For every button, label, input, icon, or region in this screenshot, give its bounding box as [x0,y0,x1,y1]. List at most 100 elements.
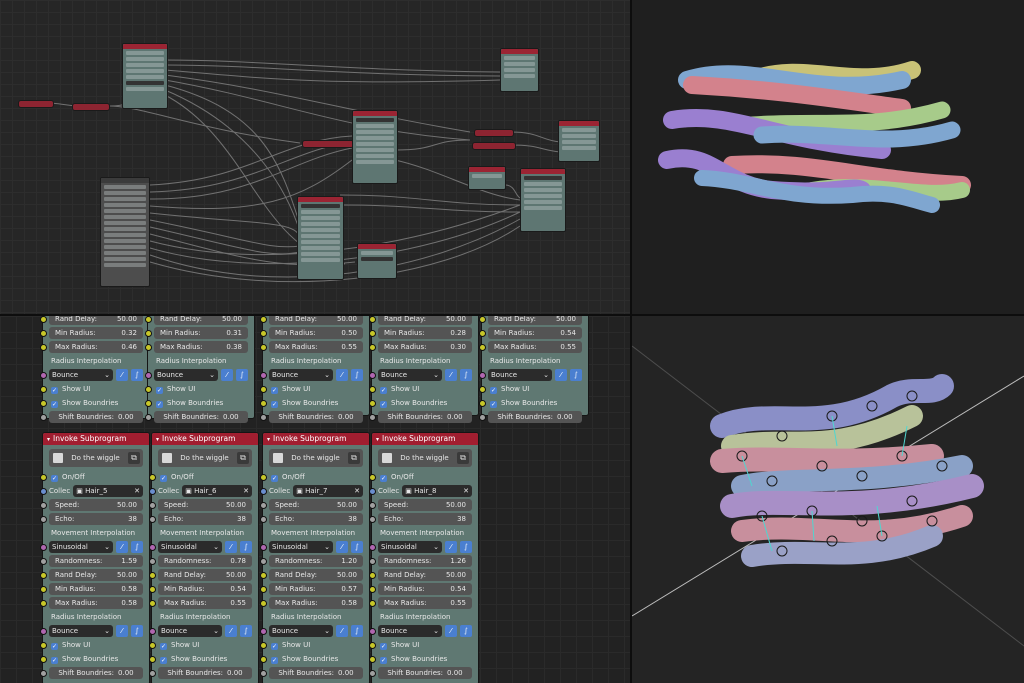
movement-interp-select[interactable]: Sinusoidal⌄ [158,541,222,553]
movement-interp-select[interactable]: Sinusoidal⌄ [269,541,333,553]
speed-field[interactable]: Speed:50.00 [49,499,143,511]
show-boundries-checkbox[interactable]: ✓ [380,657,387,664]
graph-node-invoke-2[interactable] [352,110,398,184]
movement-interp-select[interactable]: Sinusoidal⌄ [49,541,113,553]
radius-interp-select[interactable]: Bounce⌄ [49,625,113,637]
graph-node-invoke-3[interactable] [297,196,344,280]
rand-delay-field[interactable]: Rand Delay:50.00 [158,569,252,581]
rand-delay-field[interactable]: Rand Delay:50.00 [269,569,363,581]
radius-interp-select[interactable]: Bounce⌄ [378,369,442,381]
program-selector[interactable]: Do the wiggle⧉ [158,449,252,467]
min-radius-field[interactable]: Min Radius:0.54 [158,583,252,595]
shift-boundries-field[interactable]: Shift Boundries:0.00 [49,667,143,679]
show-boundries-checkbox[interactable]: ✓ [271,657,278,664]
show-ui-checkbox[interactable]: ✓ [51,643,58,650]
onoff-checkbox[interactable]: ✓ [51,475,58,482]
curve-icon[interactable]: ⁄ [336,369,348,381]
shift-boundries-field[interactable]: Shift Boundries:0.00 [49,411,143,423]
curve-icon[interactable]: ∫ [460,369,472,381]
graph-node-visibility-1[interactable] [500,48,539,92]
rand-delay-field[interactable]: Rand Delay:50.00 [49,569,143,581]
tick-pill[interactable] [18,100,54,108]
area-separator-vertical[interactable] [630,0,632,683]
echo-field[interactable]: Echo:38 [158,513,252,525]
radius-interp-select[interactable]: Bounce⌄ [49,369,113,381]
shift-boundries-field[interactable]: Shift Boundries:0.00 [154,411,248,423]
node-header[interactable]: ▾Invoke Subprogram [263,433,369,445]
partial-node-1[interactable]: Rand Delay:50.00 Min Radius:0.32 Max Rad… [40,316,150,423]
show-boundries-checkbox[interactable]: ✓ [490,401,497,408]
max-radius-field[interactable]: Max Radius:0.55 [269,341,363,353]
node-editor-zoomed[interactable]: Rand Delay:50.00 Min Radius:0.32 Max Rad… [0,316,630,683]
show-ui-checkbox[interactable]: ✓ [160,643,167,650]
partial-node-3[interactable]: Rand Delay:50.00 Min Radius:0.50 Max Rad… [260,316,370,423]
shift-boundries-field[interactable]: Shift Boundries:0.00 [269,411,363,423]
curve-icon[interactable]: ⁄ [445,369,457,381]
shift-boundries-field[interactable]: Shift Boundries:0.00 [488,411,582,423]
viewport-wireframe[interactable] [632,316,1024,683]
randomness-field[interactable]: Randomness:1.59 [49,555,143,567]
min-radius-field[interactable]: Min Radius:0.32 [49,327,143,339]
randomness-field[interactable]: Randomness:0.78 [158,555,252,567]
show-ui-checkbox[interactable]: ✓ [51,387,58,394]
radius-interp-select[interactable]: Bounce⌄ [154,369,218,381]
graph-node-visibility-2[interactable] [558,120,600,162]
program-selector[interactable]: Do the wiggle⧉ [269,449,363,467]
node-header[interactable]: ▾Invoke Subprogram [372,433,478,445]
radius-interp-select[interactable]: Bounce⌄ [488,369,552,381]
echo-field[interactable]: Echo:38 [378,513,472,525]
graph-node-float[interactable] [468,166,506,190]
max-radius-field[interactable]: Max Radius:0.55 [488,341,582,353]
echo-field[interactable]: Echo:38 [269,513,363,525]
speed-field[interactable]: Speed:50.00 [269,499,363,511]
show-boundries-checkbox[interactable]: ✓ [156,401,163,408]
show-boundries-checkbox[interactable]: ✓ [271,401,278,408]
min-radius-field[interactable]: Min Radius:0.28 [378,327,472,339]
rand-delay-field[interactable]: Rand Delay:50.00 [378,316,472,325]
rand-delay-field[interactable]: Rand Delay:50.00 [154,316,248,325]
radius-interp-select[interactable]: Bounce⌄ [269,369,333,381]
show-boundries-checkbox[interactable]: ✓ [51,657,58,664]
rand-delay-field[interactable]: Rand Delay:50.00 [49,316,143,325]
show-ui-checkbox[interactable]: ✓ [490,387,497,394]
area-separator-horizontal[interactable] [0,314,1024,316]
max-radius-field[interactable]: Max Radius:0.55 [378,597,472,609]
shift-boundries-field[interactable]: Shift Boundries:0.00 [378,667,472,679]
show-ui-checkbox[interactable]: ✓ [271,387,278,394]
onoff-checkbox[interactable]: ✓ [160,475,167,482]
min-radius-field[interactable]: Min Radius:0.50 [269,327,363,339]
curve-icon[interactable]: ∫ [236,369,248,381]
shift-boundries-field[interactable]: Shift Boundries:0.00 [378,411,472,423]
viewport-render[interactable] [632,0,1024,314]
program-selector[interactable]: Do the wiggle⧉ [49,449,143,467]
max-radius-field[interactable]: Max Radius:0.38 [154,341,248,353]
partial-node-2[interactable]: Rand Delay:50.00 Min Radius:0.31 Max Rad… [145,316,255,423]
min-radius-field[interactable]: Min Radius:0.54 [488,327,582,339]
radius-interp-select[interactable]: Bounce⌄ [269,625,333,637]
show-boundries-checkbox[interactable]: ✓ [160,657,167,664]
invoke-subprogram-node-8[interactable]: ▾Invoke Subprogram Do the wiggle⧉ ✓On/Of… [369,432,479,683]
collection-field[interactable]: ▣ Hair_5✕ [73,485,143,497]
randomness-field[interactable]: Randomness:1.20 [269,555,363,567]
show-ui-checkbox[interactable]: ✓ [380,387,387,394]
object-mapper-pill[interactable] [474,129,514,137]
min-radius-field[interactable]: Min Radius:0.54 [378,583,472,595]
invoke-subprogram-node-7[interactable]: ▾Invoke Subprogram Do the wiggle⧉ ✓On/Of… [260,432,370,683]
max-radius-field[interactable]: Max Radius:0.58 [49,597,143,609]
show-ui-checkbox[interactable]: ✓ [271,643,278,650]
node-header[interactable]: ▾Invoke Subprogram [43,433,149,445]
speed-field[interactable]: Speed:50.00 [158,499,252,511]
collection-field[interactable]: ▣ Hair_6✕ [182,485,252,497]
min-radius-field[interactable]: Min Radius:0.57 [269,583,363,595]
combine-pill[interactable] [472,142,516,150]
graph-node-group-input[interactable] [100,177,150,287]
partial-node-5[interactable]: Rand Delay:50.00 Min Radius:0.54 Max Rad… [479,316,589,423]
radius-interp-select[interactable]: Bounce⌄ [158,625,222,637]
collection-field[interactable]: ▣ Hair_7✕ [293,485,363,497]
max-radius-field[interactable]: Max Radius:0.30 [378,341,472,353]
node-header[interactable]: ▾Invoke Subprogram [152,433,258,445]
shift-boundries-field[interactable]: Shift Boundries:0.00 [269,667,363,679]
min-radius-field[interactable]: Min Radius:0.58 [49,583,143,595]
curve-icon[interactable]: ∫ [131,369,143,381]
invoke-subprogram-node-6[interactable]: ▾Invoke Subprogram Do the wiggle⧉ ✓On/Of… [149,432,259,683]
